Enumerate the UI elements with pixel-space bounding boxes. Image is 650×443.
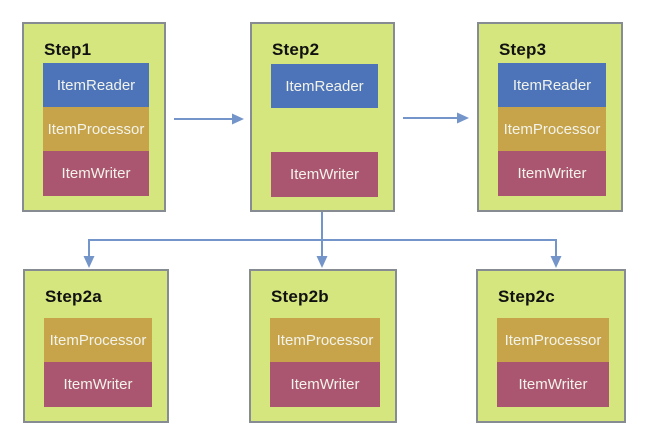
arrow-step1-to-step2 [174, 113, 244, 125]
step-box-step2c: Step2c ItemProcessor ItemWriter [476, 269, 626, 423]
component-itemprocessor: ItemProcessor [498, 107, 606, 151]
step-box-step3: Step3 ItemReader ItemProcessor ItemWrite… [477, 22, 623, 212]
step-title: Step2 [272, 40, 320, 59]
branch-step2-to-substeps [83, 212, 562, 268]
component-itemprocessor: ItemProcessor [43, 107, 149, 151]
component-itemreader: ItemReader [271, 64, 378, 108]
step-box-step1: Step1 ItemReader ItemProcessor ItemWrite… [22, 22, 166, 212]
component-itemreader: ItemReader [498, 63, 606, 107]
step-title: Step2c [498, 287, 555, 306]
component-itemwriter: ItemWriter [497, 362, 609, 407]
step-title: Step2a [45, 287, 102, 306]
arrowhead-step2c [550, 256, 562, 268]
component-itemwriter: ItemWriter [44, 362, 152, 407]
step-box-step2a: Step2a ItemProcessor ItemWriter [23, 269, 169, 423]
arrowhead-step2a [83, 256, 95, 268]
component-itemprocessor: ItemProcessor [497, 318, 609, 362]
component-itemwriter: ItemWriter [271, 152, 378, 197]
step-box-step2b: Step2b ItemProcessor ItemWriter [249, 269, 397, 423]
component-itemwriter: ItemWriter [498, 151, 606, 196]
arrow-step2-to-step3 [403, 112, 469, 124]
step-title: Step3 [499, 40, 547, 59]
component-itemwriter: ItemWriter [43, 151, 149, 196]
component-itemprocessor: ItemProcessor [44, 318, 152, 362]
step-title: Step1 [44, 40, 92, 59]
step-box-step2: Step2 ItemReader ItemWriter [250, 22, 395, 212]
arrowhead-step2b [316, 256, 328, 268]
component-itemwriter: ItemWriter [270, 362, 380, 407]
component-itemreader: ItemReader [43, 63, 149, 107]
component-itemprocessor: ItemProcessor [270, 318, 380, 362]
step-title: Step2b [271, 287, 329, 306]
